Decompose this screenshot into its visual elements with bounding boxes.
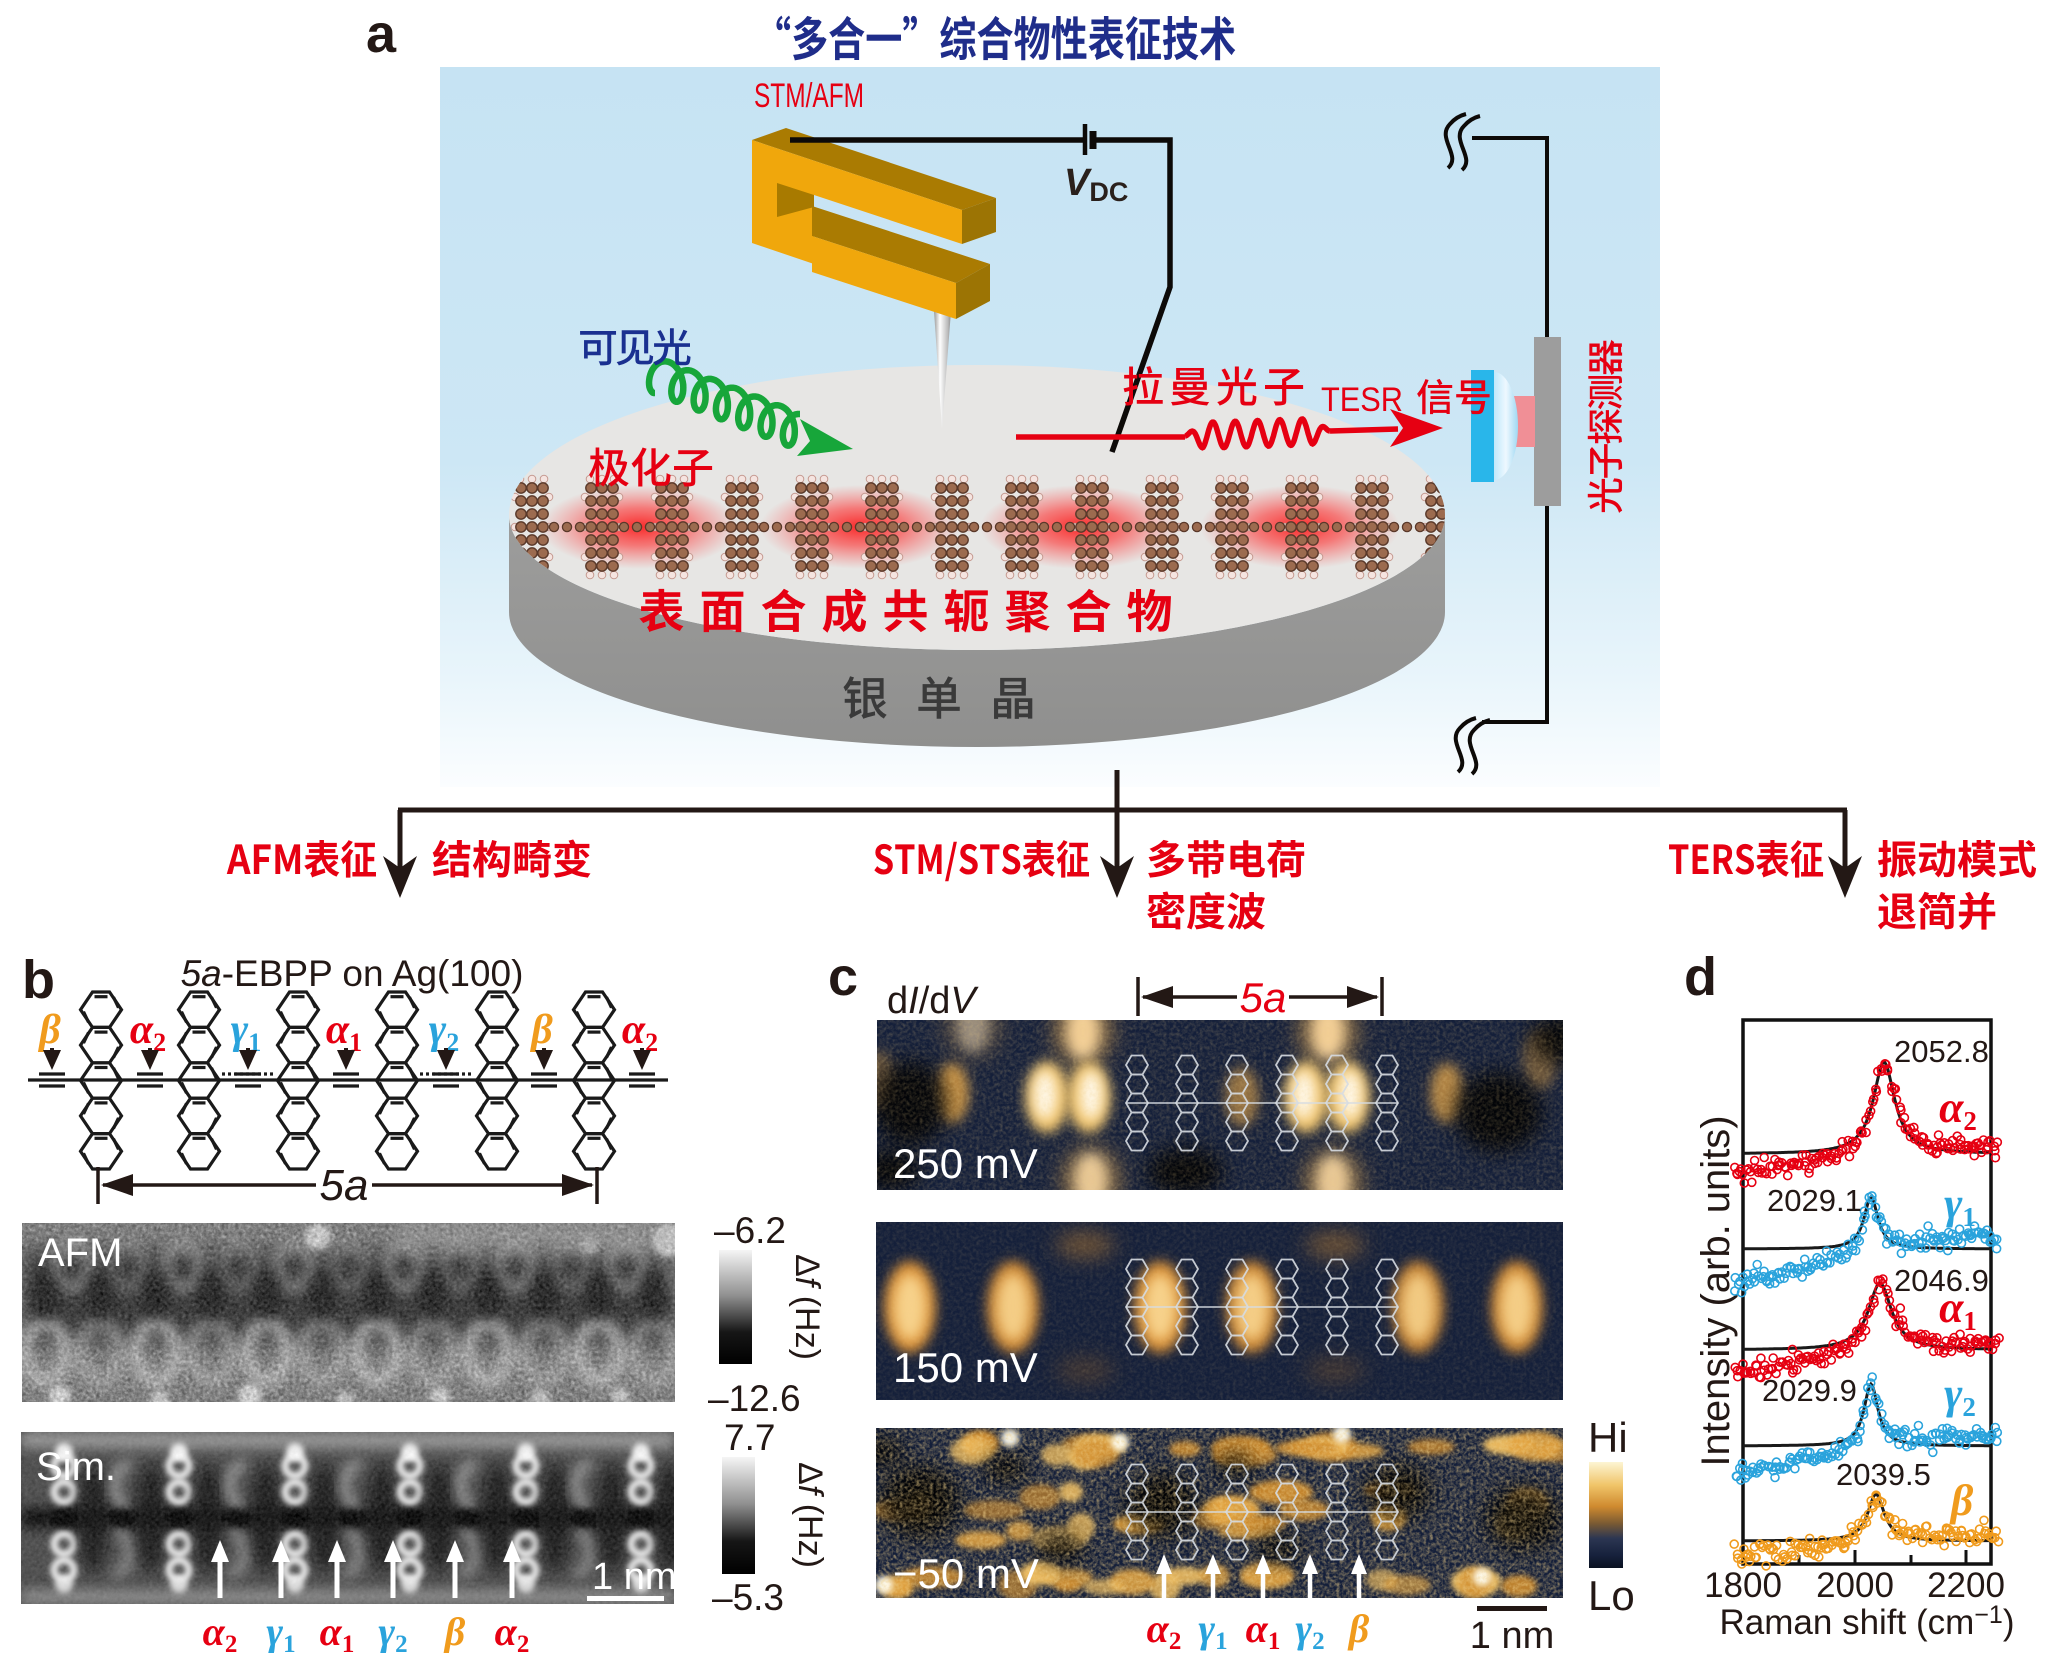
svg-text:TESR: TESR: [1321, 381, 1403, 419]
svg-text:2029.9: 2029.9: [1762, 1373, 1857, 1408]
svg-text:dI/dV: dI/dV: [887, 980, 979, 1022]
svg-text:250 mV: 250 mV: [893, 1140, 1038, 1187]
svg-text:β: β: [443, 1609, 466, 1653]
svg-text:β: β: [37, 1007, 61, 1053]
svg-text:Sim.: Sim.: [36, 1445, 116, 1489]
svg-text:2029.1: 2029.1: [1767, 1183, 1862, 1218]
svg-text:Hi: Hi: [1588, 1414, 1628, 1461]
svg-text:1800: 1800: [1704, 1566, 1782, 1605]
svg-text:γ1: γ1: [1944, 1179, 1976, 1232]
svg-text:2000: 2000: [1816, 1566, 1894, 1605]
svg-text:d: d: [1684, 947, 1717, 1007]
svg-text:c: c: [828, 947, 858, 1007]
svg-text:α2: α2: [203, 1609, 238, 1653]
svg-text:1 nm: 1 nm: [1470, 1615, 1554, 1653]
svg-text:Raman shift (cm−1): Raman shift (cm−1): [1720, 1601, 2015, 1642]
svg-text:2046.9: 2046.9: [1894, 1263, 1989, 1298]
svg-text:2052.8: 2052.8: [1894, 1034, 1989, 1069]
svg-text:β: β: [1347, 1606, 1370, 1651]
svg-text:5a: 5a: [320, 1161, 369, 1210]
svg-text:STM/AFM: STM/AFM: [754, 77, 864, 115]
svg-text:−50 mV: −50 mV: [893, 1550, 1039, 1597]
svg-text:–12.6: –12.6: [708, 1378, 801, 1419]
svg-text:–5.3: –5.3: [712, 1577, 784, 1618]
svg-text:2200: 2200: [1927, 1566, 2005, 1605]
svg-text:150 mV: 150 mV: [893, 1344, 1038, 1391]
svg-text:5a: 5a: [1240, 974, 1287, 1021]
svg-text:AFM: AFM: [38, 1231, 122, 1275]
svg-text:–6.2: –6.2: [714, 1210, 786, 1251]
svg-text:Δf (Hz): Δf (Hz): [788, 1254, 826, 1360]
svg-text:β: β: [529, 1007, 553, 1053]
svg-text:Δf (Hz): Δf (Hz): [791, 1462, 829, 1568]
svg-text:5a-EBPP on Ag(100): 5a-EBPP on Ag(100): [181, 953, 524, 994]
svg-text:7.7: 7.7: [724, 1417, 775, 1458]
svg-text:2039.5: 2039.5: [1836, 1457, 1931, 1492]
svg-text:Lo: Lo: [1588, 1572, 1635, 1619]
svg-text:b: b: [22, 950, 55, 1010]
svg-text:1 nm: 1 nm: [592, 1556, 676, 1598]
svg-text:β: β: [1949, 1476, 1974, 1525]
svg-text:a: a: [366, 4, 397, 64]
svg-text:γ2: γ2: [1944, 1369, 1976, 1422]
